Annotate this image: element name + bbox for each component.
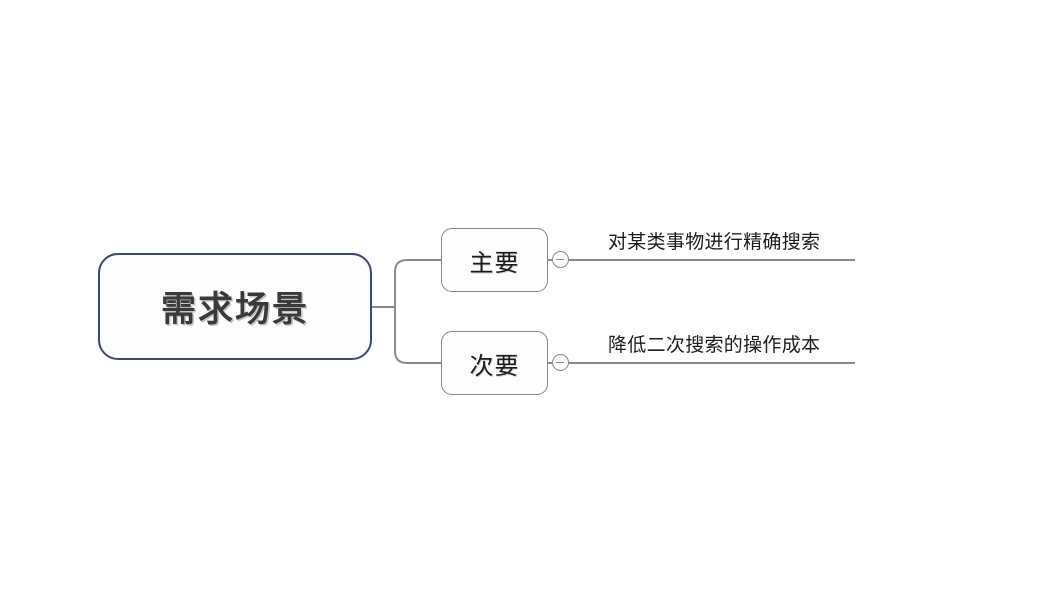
- leaf-underline-primary: [568, 259, 855, 261]
- leaf-underline-secondary: [568, 362, 855, 364]
- edge-trunk-branch-1: [394, 307, 441, 364]
- branch-node-primary[interactable]: 主要: [441, 228, 548, 292]
- leaf-item-secondary-label: 降低二次搜索的操作成本: [608, 334, 821, 356]
- root-node[interactable]: 需求场景: [98, 253, 372, 360]
- branch-node-secondary[interactable]: 次要: [441, 331, 548, 395]
- leaf-item-primary[interactable]: 对某类事物进行精确搜索: [565, 215, 855, 261]
- leaf-item-primary-label: 对某类事物进行精确搜索: [608, 231, 821, 253]
- branch-node-secondary-label: 次要: [469, 351, 520, 380]
- leaf-item-secondary[interactable]: 降低二次搜索的操作成本: [565, 318, 855, 364]
- root-node-label: 需求场景: [160, 290, 309, 330]
- branch-node-primary-label: 主要: [469, 248, 520, 277]
- edge-trunk-branch-0: [394, 259, 441, 307]
